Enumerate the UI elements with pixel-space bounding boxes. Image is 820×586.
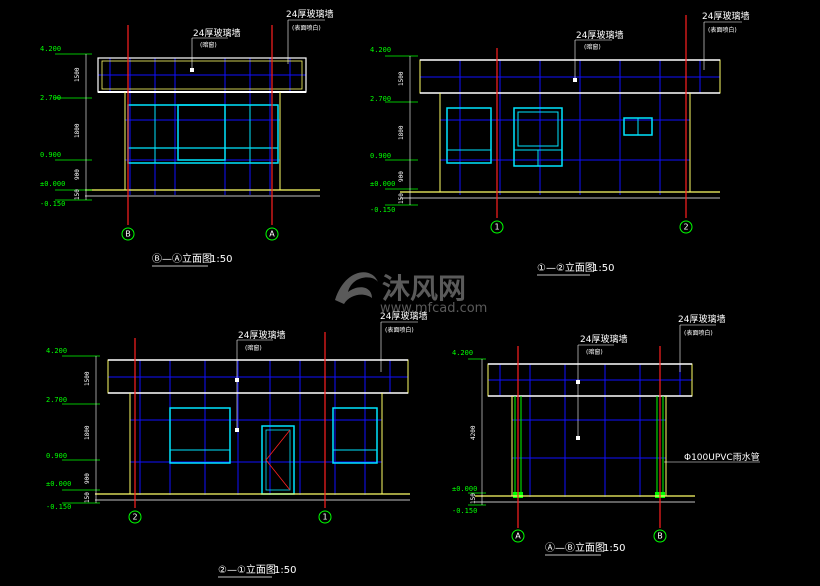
- axis-bubble-b: [121, 227, 135, 241]
- level-label: -0.150: [452, 507, 477, 515]
- note-top-sub: (表面喷白): [385, 326, 414, 334]
- rain-downpipes: [513, 396, 665, 498]
- dim-label: 1500: [84, 371, 91, 386]
- elevation-title: ①—②立面图: [537, 261, 595, 274]
- leader-dot: [190, 68, 194, 72]
- elevation-b-a: B A 4.200 2.700 0.900 ±0.000 -0.150 1500…: [40, 8, 333, 267]
- note-sub: (暗窗): [245, 344, 262, 352]
- axis-bubble-2: [679, 220, 693, 234]
- note-top: 24厚玻璃墙: [678, 313, 725, 325]
- dim-label: 900: [84, 473, 91, 484]
- windows: [127, 104, 279, 164]
- note-top: 24厚玻璃墙: [702, 10, 749, 22]
- level-label: -0.150: [370, 206, 395, 214]
- elevation-scale: 1:50: [603, 543, 625, 554]
- dim-label: 1500: [398, 71, 405, 86]
- elevation-1-2: 1 2 4.200 2.700 0.900 ±0.000 -0.150 1500…: [370, 10, 749, 276]
- note-main: 24厚玻璃墙: [193, 27, 240, 39]
- level-label: ±0.000: [46, 480, 71, 488]
- axis-label-2: 2: [132, 513, 137, 522]
- grid-lines: [420, 60, 720, 195]
- elevation-title: Ⓐ—Ⓑ立面图: [545, 541, 605, 554]
- note-top-sub: (表面喷白): [684, 329, 713, 337]
- dim-label: 150: [470, 493, 477, 504]
- canopy-inner: [101, 60, 303, 90]
- elevation-title: Ⓑ—Ⓐ立面图: [152, 252, 212, 265]
- elevation-title: ②—①立面图: [218, 563, 276, 576]
- watermark-url: www.mfcad.com: [380, 301, 487, 316]
- level-marks: 4.200 2.700 0.900 ±0.000 -0.150: [40, 45, 92, 208]
- dim-label: 150: [84, 492, 91, 503]
- level-label: 0.900: [370, 152, 391, 160]
- note-sub: (暗窗): [584, 43, 601, 51]
- note-top: 24厚玻璃墙: [380, 310, 427, 322]
- dim-label: 150: [74, 189, 81, 200]
- dim-label: 900: [398, 171, 405, 182]
- axis-label-a: A: [269, 230, 275, 239]
- dim-label: 1800: [84, 425, 91, 440]
- dim-label: 4200: [470, 425, 477, 440]
- door: [261, 425, 295, 495]
- pipe-note: Φ100UPVC雨水管: [684, 451, 760, 463]
- watermark: 沐风网 www.mfcad.com: [335, 272, 487, 316]
- windows: [446, 107, 653, 167]
- axis-label-a: A: [515, 532, 521, 541]
- axis-label-1: 1: [322, 513, 327, 522]
- level-label: 2.700: [46, 396, 67, 404]
- watermark-text: 沐风网: [382, 272, 466, 305]
- elevation-2-1: 2 1 4.200 2.700 0.900 ±0.000 -0.150 1500…: [46, 310, 427, 578]
- note-main: 24厚玻璃墙: [576, 29, 623, 41]
- level-marks: 4.200 ±0.000 -0.150: [452, 349, 486, 515]
- axis-label-b: B: [125, 230, 131, 239]
- grid-lines: [488, 364, 692, 497]
- level-label: 2.700: [40, 94, 61, 102]
- level-label: -0.150: [40, 200, 65, 208]
- elevation-scale: 1:50: [274, 565, 296, 576]
- level-label: -0.150: [46, 503, 71, 511]
- windows: [169, 407, 378, 464]
- dim-label: 900: [74, 169, 81, 180]
- axis-label-b: B: [657, 532, 663, 541]
- note-top-sub: (表面喷白): [708, 26, 737, 34]
- axis-bubble-1: [490, 220, 504, 234]
- axis-bubble-a: [265, 227, 279, 241]
- axis-bubble-a: [511, 529, 525, 543]
- level-label: 4.200: [370, 46, 391, 54]
- note-top-sub: (表面喷白): [292, 24, 321, 32]
- level-label: ±0.000: [452, 485, 477, 493]
- level-label: 0.900: [46, 452, 67, 460]
- level-label: ±0.000: [40, 180, 65, 188]
- note-main: 24厚玻璃墙: [580, 333, 627, 345]
- note-sub: (暗窗): [200, 41, 217, 49]
- dim-label: 1800: [398, 125, 405, 140]
- note-sub: (暗窗): [586, 348, 603, 356]
- dim-label: 150: [398, 193, 405, 204]
- level-marks: 4.200 2.700 0.900 ±0.000 -0.150: [46, 347, 100, 511]
- dim-label: 1800: [74, 123, 81, 138]
- elevation-scale: 1:50: [210, 254, 232, 265]
- level-label: 0.900: [40, 151, 61, 159]
- level-label: 4.200: [46, 347, 67, 355]
- note-main: 24厚玻璃墙: [238, 329, 285, 341]
- level-label: 4.200: [40, 45, 61, 53]
- axis-bubble-2: [128, 510, 142, 524]
- level-label: 2.700: [370, 95, 391, 103]
- level-label: ±0.000: [370, 180, 395, 188]
- elevation-a-b: A B 4.200 ±0.000 -0.150 4200 150 24厚玻璃墙 …: [452, 313, 760, 556]
- axis-bubble-1: [318, 510, 332, 524]
- level-label: 4.200: [452, 349, 473, 357]
- mfcad-logo-icon: [335, 272, 378, 304]
- elevation-scale: 1:50: [592, 263, 614, 274]
- axis-label-2: 2: [683, 223, 688, 232]
- grid-lines: [108, 360, 408, 495]
- grid-lines: [98, 58, 306, 195]
- level-marks: 4.200 2.700 0.900 ±0.000 -0.150: [370, 46, 418, 214]
- dim-label: 1500: [74, 67, 81, 82]
- axis-bubble-b: [653, 529, 667, 543]
- axis-label-1: 1: [494, 223, 499, 232]
- note-top: 24厚玻璃墙: [286, 8, 333, 20]
